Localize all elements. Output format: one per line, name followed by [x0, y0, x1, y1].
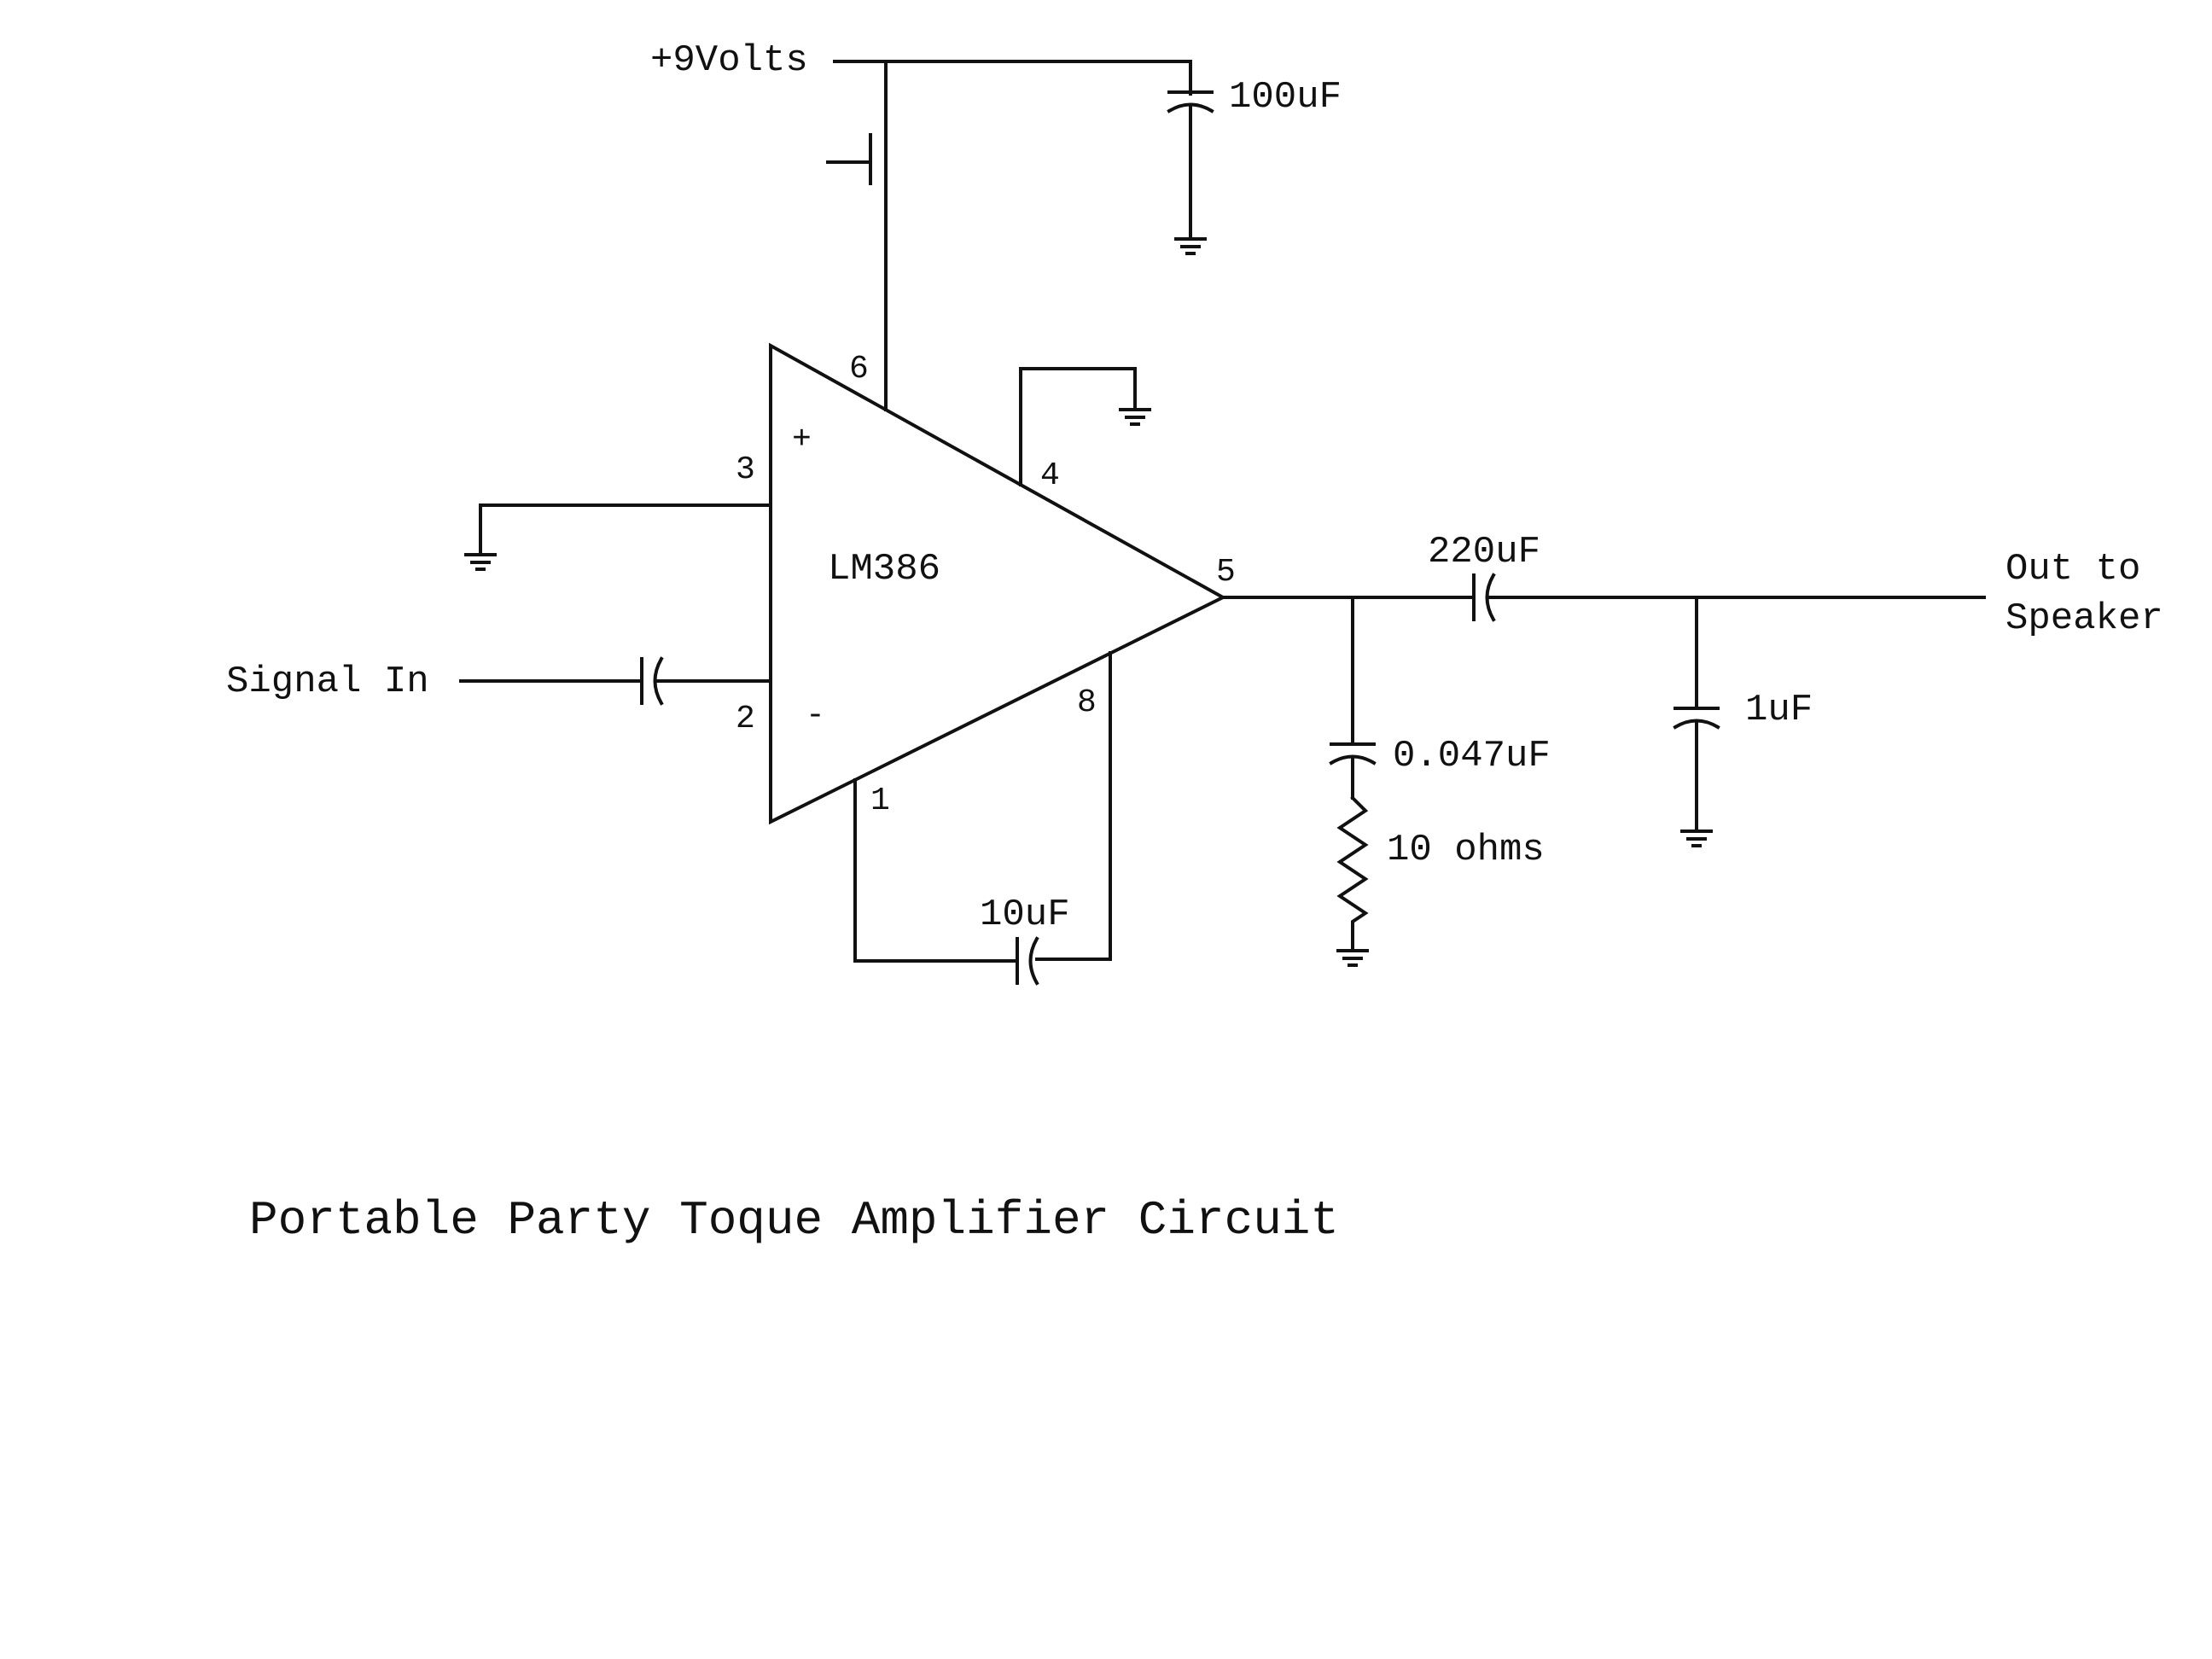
resistor-10ohm-label: 10 ohms — [1387, 829, 1545, 871]
pin4-ground-wire — [1019, 367, 1137, 486]
pin-4-label: 4 — [1040, 457, 1060, 494]
ground-icon — [1336, 949, 1369, 967]
pin-3-label: 3 — [736, 451, 755, 488]
minus-input-mark: - — [806, 697, 825, 734]
plus-input-mark: + — [792, 422, 812, 458]
diagram-title: Portable Party Toque Amplifier Circuit — [249, 1193, 1339, 1248]
supply-label: +9Volts — [650, 39, 808, 82]
ground-icon — [1174, 237, 1207, 255]
supply-rail-wire — [833, 60, 1192, 96]
capacitor-1uf-symbol — [1673, 707, 1720, 831]
capacitor-220uf-label: 220uF — [1428, 531, 1540, 573]
capacitor-0047uf-symbol — [1329, 742, 1377, 800]
output-label-line2: Speaker — [2005, 597, 2163, 640]
capacitor-10uf-symbol — [1016, 936, 1039, 986]
chip-label: LM386 — [828, 548, 940, 591]
pin-5-label: 5 — [1216, 554, 1236, 591]
pin3-ground-wire — [479, 504, 772, 555]
pin1-gain-wire — [853, 778, 1019, 963]
pin8-gain-wire — [1035, 651, 1112, 961]
capacitor-100uf-label: 100uF — [1229, 76, 1342, 119]
capacitor-220uf-symbol — [1472, 573, 1496, 622]
pin-1-label: 1 — [870, 783, 890, 819]
pin-2-label: 2 — [736, 701, 755, 737]
input-capacitor-symbol — [459, 656, 772, 706]
ground-icon — [1680, 830, 1713, 847]
resistor-10ohm-symbol — [1336, 795, 1369, 951]
capacitor-10uf-label: 10uF — [980, 894, 1070, 936]
signal-in-label: Signal In — [226, 661, 429, 703]
ground-icon — [464, 553, 497, 571]
ground-icon — [1119, 408, 1151, 426]
lm386-triangle — [769, 342, 1227, 825]
pin-8-label: 8 — [1077, 684, 1097, 721]
capacitor-0047uf-label: 0.047uF — [1393, 735, 1551, 777]
capacitor-1uf-label: 1uF — [1745, 689, 1813, 731]
pin-6-label: 6 — [849, 351, 869, 387]
output-label-line1: Out to — [2005, 548, 2140, 591]
power-switch-symbol — [826, 133, 872, 185]
capacitor-100uf-symbol — [1167, 90, 1214, 239]
